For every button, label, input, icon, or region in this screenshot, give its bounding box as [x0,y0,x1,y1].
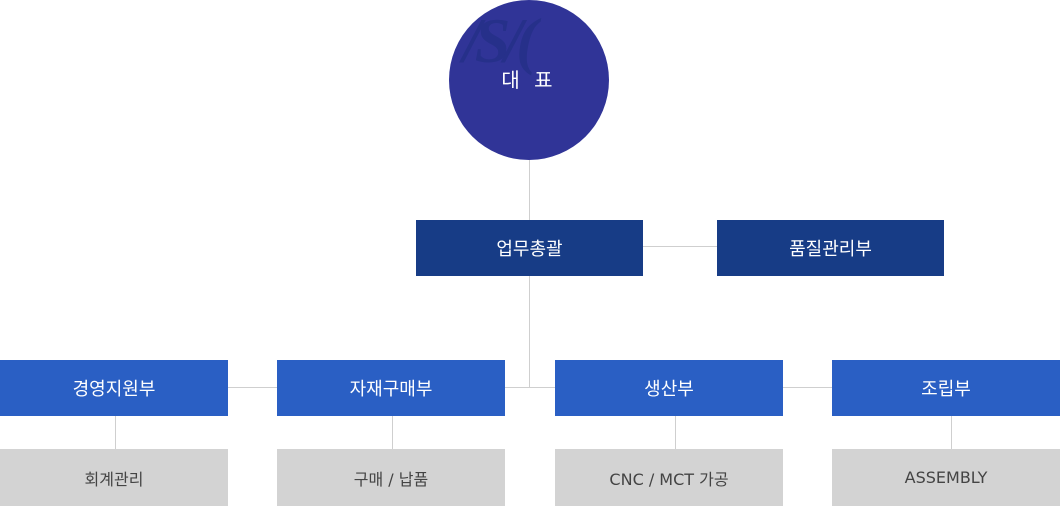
connector [951,416,952,449]
ceo-label: 대 표 [501,68,557,92]
dept-management-support: 경영지원부 [0,360,228,416]
sub-assembly: ASSEMBLY [832,449,1060,506]
dept-materials-purchasing: 자재구매부 [277,360,505,416]
connector [115,416,116,449]
company-logo: /S/( [463,5,538,76]
dept-production: 생산부 [555,360,783,416]
general-affairs-node: 업무총괄 [416,220,643,276]
sub-cnc-mct: CNC / MCT 가공 [555,449,783,506]
connector [529,160,530,220]
connector [643,246,717,247]
connector [529,276,530,387]
connector [228,387,832,388]
sub-accounting: 회계관리 [0,449,228,506]
connector [392,416,393,449]
sub-purchasing-delivery: 구매 / 납품 [277,449,505,506]
quality-control-node: 품질관리부 [717,220,944,276]
ceo-node: /S/( 대 표 [449,0,609,160]
dept-assembly: 조립부 [832,360,1060,416]
connector [675,416,676,449]
